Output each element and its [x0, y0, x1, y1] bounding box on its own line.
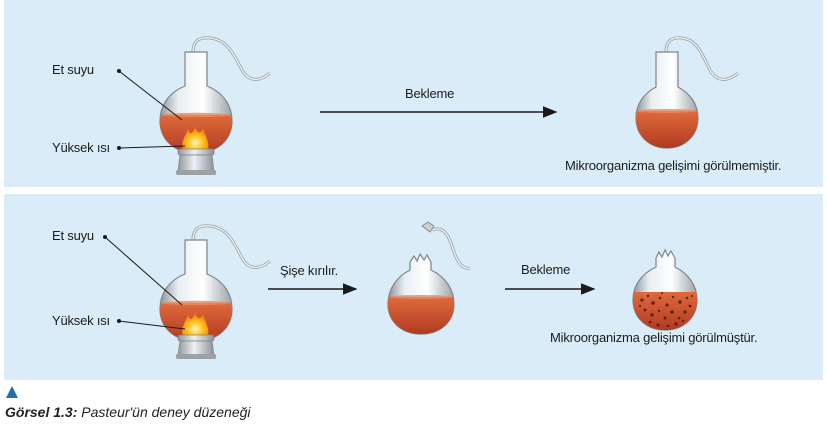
flask-result-clear [635, 51, 699, 149]
label-wait-top: Bekleme [405, 86, 455, 101]
result-top: Mikroorganizma gelişimi görülmemiştir. [565, 158, 782, 173]
burner-bottom [176, 334, 216, 359]
figure-caption: Görsel 1.3: Pasteur'ün deney düzeneği [5, 404, 251, 420]
label-broth-bottom: Et suyu [52, 228, 94, 243]
caption-triangle-icon [6, 386, 18, 398]
label-heat-bottom: Yüksek ısı [52, 313, 110, 328]
microorganism-colonies [638, 292, 693, 328]
label-broth-top: Et suyu [52, 62, 94, 77]
broken-neck-piece [421, 221, 471, 270]
result-bottom: Mikroorganizma gelişimi görülmüştür. [550, 330, 758, 345]
flask-result-contaminated [632, 248, 698, 331]
label-heat-top: Yüksek ısı [52, 140, 110, 155]
flame-icon [182, 126, 209, 150]
leader-lines-top [118, 70, 186, 149]
caption-text: Pasteur'ün deney düzeneği [81, 404, 251, 420]
label-break: Şişe kırılır. [280, 263, 339, 278]
label-wait-bottom: Bekleme [521, 262, 571, 277]
flame-icon [182, 312, 209, 336]
burner-top [176, 148, 216, 175]
leader-lines-bottom [104, 236, 186, 330]
flask-broken-neck [387, 252, 455, 335]
caption-label: Görsel 1.3: [5, 404, 78, 420]
